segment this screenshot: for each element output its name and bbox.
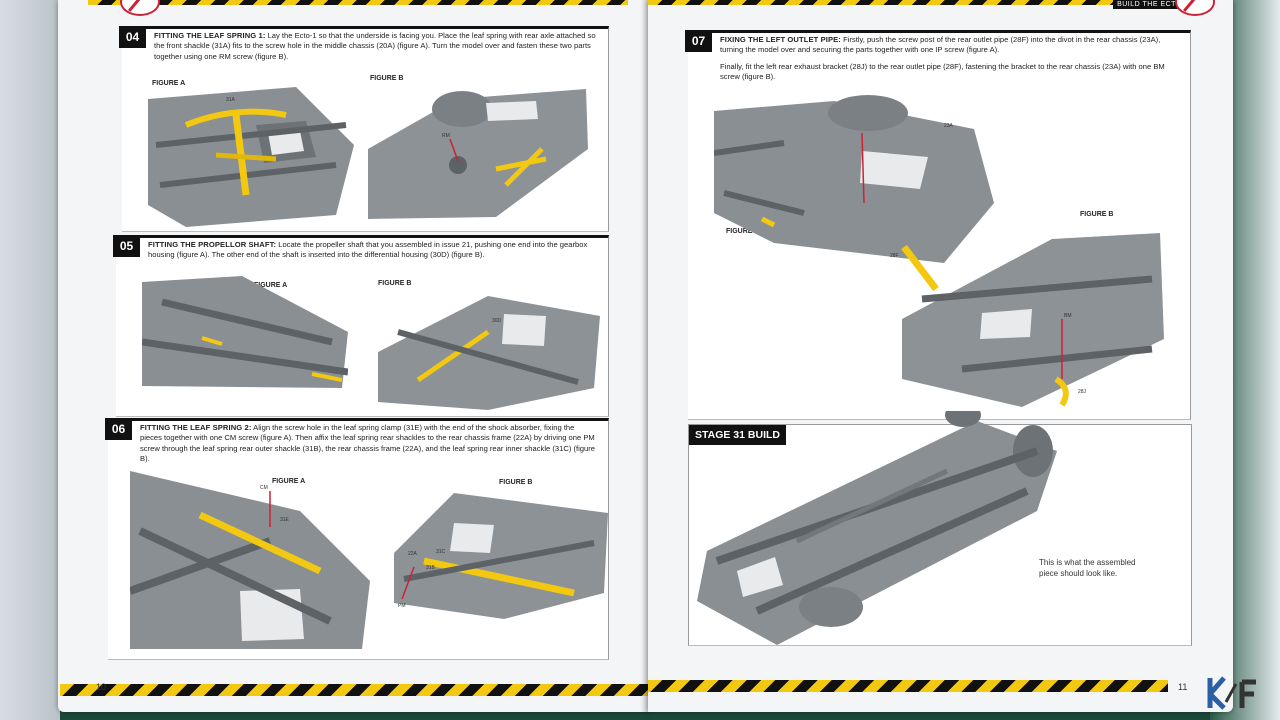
step-number: 07 [685,30,712,52]
step-number: 06 [105,418,132,440]
step-instructions: FITTING THE LEAF SPRING 2: Align the scr… [140,423,596,465]
figure-b-render: RM [368,89,588,219]
step-number: 05 [113,235,140,257]
background-surface-left [0,0,60,720]
step-body-2: Finally, fit the left rear exhaust brack… [720,61,1165,82]
page-number: 10 [96,682,107,692]
figure-a-label: FIGURE A [726,228,760,235]
step-title: FITTING THE PROPELLOR SHAFT: [148,240,277,249]
stage-title: STAGE 31 BUILD [689,425,786,445]
series-header: BUILD THE ECTO-1 [1113,0,1193,9]
right-page: BUILD THE ECTO-1 07 FIXING THE LEFT OUTL… [648,0,1233,712]
ghostbusters-logo-icon [120,0,160,16]
figure-a-render: CM 31E [130,471,370,649]
callout-31b: 31B [426,565,436,571]
step-04: 04 FITTING THE LEAF SPRING 1: Lay the Ec… [119,26,609,232]
page-number: 11 [1178,682,1188,692]
figure-b-label: FIGURE B [378,280,412,287]
stage-caption: This is what the assembled piece should … [1039,558,1136,578]
step-body: Firstly, push the screw post of the rear… [720,35,1161,55]
callout-31c: 31C [436,549,446,555]
callout-cm: CM [260,485,268,491]
step-title: FITTING THE LEAF SPRING 1: [154,31,266,40]
left-page: 04 FITTING THE LEAF SPRING 1: Lay the Ec… [58,0,650,712]
step-body: Align the screw hole in the leaf spring … [140,423,595,464]
figure-b-label: FIGURE B [1080,211,1114,218]
step-number: 04 [119,26,146,48]
figure-b-render: BM 28J [902,233,1164,407]
figure-a-render: 31A [148,87,354,227]
top-hazard-stripe [648,0,1128,5]
callout-28f: 28F [890,253,899,259]
callout-23a: 23A [944,123,954,129]
step-07: 07 FIXING THE LEFT OUTLET PIPE: Firstly,… [685,30,1191,420]
assembled-chassis-render [697,411,1057,645]
callout-28j: 28J [1078,389,1087,395]
step-title: FITTING THE LEAF SPRING 2: [140,423,252,432]
callout-bm: BM [1064,313,1072,319]
step-instructions: FIXING THE LEFT OUTLET PIPE: Firstly, pu… [720,35,1178,89]
figure-b-render: 30D [378,296,600,410]
step-05: 05 FITTING THE PROPELLOR SHAFT: Locate t… [113,235,609,417]
figure-a-label: FIGURE A [272,478,306,485]
figure-a-render: 23A 28F [714,95,994,292]
bottom-hazard-stripe [60,684,648,696]
step-body: Locate the propeller shaft that you asse… [148,240,588,260]
figure-a-label: FIGURE A [254,282,288,289]
ghostbusters-logo-icon [1175,0,1215,16]
figure-b-render: 22A 31C 31B PM [394,493,608,619]
callout-22a: 22A [408,551,418,557]
step-title: FIXING THE LEFT OUTLET PIPE: [720,35,841,44]
figure-a-label: FIGURE A [152,80,186,87]
step-instructions: FITTING THE PROPELLOR SHAFT: Locate the … [148,240,596,261]
callout-31a: 31A [226,97,236,103]
figure-a-render [142,276,348,388]
stage-31-build-panel: STAGE 31 BUILD This is what the assemble… [688,411,1192,646]
step-instructions: FITTING THE LEAF SPRING 1: Lay the Ecto-… [154,31,596,62]
top-hazard-stripe [88,0,628,5]
site-watermark-icon [1207,676,1256,710]
step-06: 06 FITTING THE LEAF SPRING 2: Align the … [105,418,609,660]
callout-31e: 31E [280,517,290,523]
step-body: Lay the Ecto-1 so that the underside is … [154,31,596,61]
callout-rm: RM [442,133,450,139]
callout-30d: 30D [492,318,502,324]
callout-pm: PM [398,603,406,609]
figure-b-label: FIGURE B [370,75,404,82]
figure-b-label: FIGURE B [499,479,533,486]
bottom-hazard-stripe [648,680,1168,692]
